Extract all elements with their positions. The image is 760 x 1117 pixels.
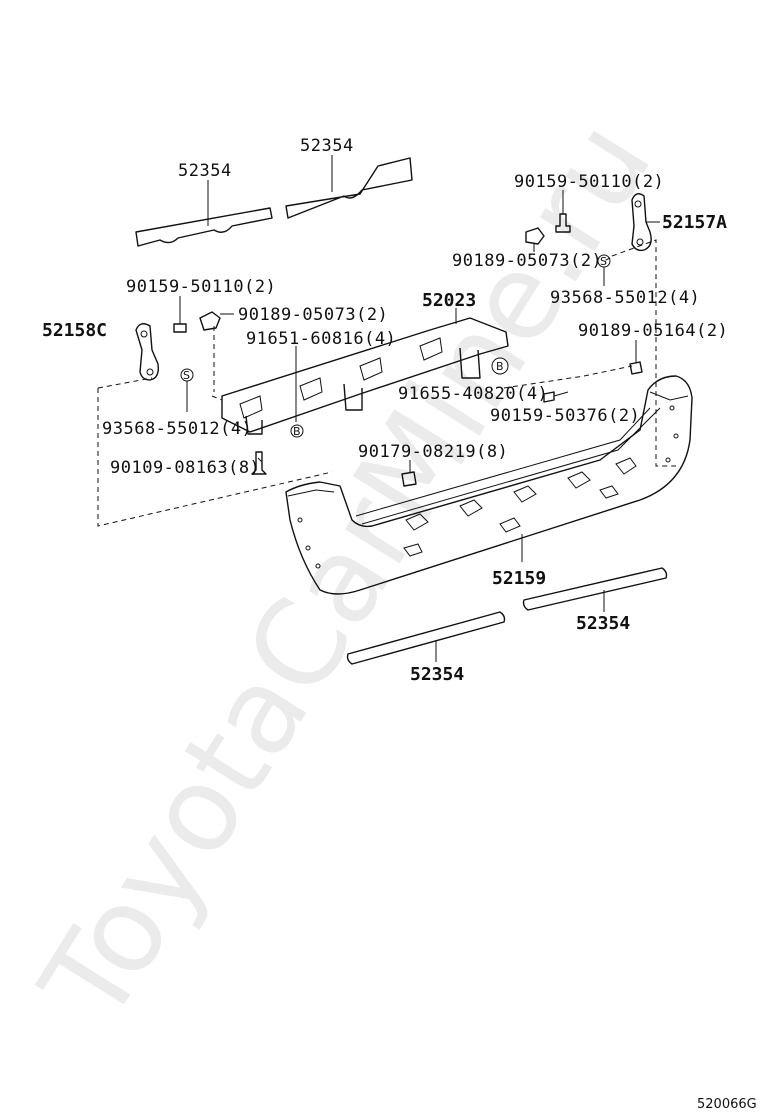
label-52354-c: 52354 xyxy=(576,613,630,634)
callout-b-left xyxy=(290,424,304,438)
label-52354-d: 52354 xyxy=(410,664,464,685)
reinforcement-52023 xyxy=(221,317,509,435)
label-93568-55012-right: 93568-55012(4) xyxy=(550,288,700,308)
label-91655-40820: 91655-40820(4) xyxy=(398,384,548,404)
label-90189-05164: 90189-05164(2) xyxy=(578,321,728,341)
bracket-52157a xyxy=(631,193,652,252)
bolt-90109-08163 xyxy=(251,451,267,475)
label-52159: 52159 xyxy=(492,568,546,589)
nut-90189-05073-right xyxy=(525,227,545,252)
label-90189-05073-left: 90189-05073(2) xyxy=(238,305,388,325)
bolt-90159-50110-right xyxy=(555,190,571,233)
dashed-assembly-right xyxy=(611,239,676,467)
molding-upper-right xyxy=(285,157,413,219)
label-52354-b: 52354 xyxy=(300,136,354,156)
callout-b-right-text: B xyxy=(496,360,504,373)
label-90189-05073-right: 90189-05073(2) xyxy=(452,251,602,271)
bumper-cover-52159 xyxy=(285,375,693,595)
bracket-52158c xyxy=(135,323,160,381)
molding-upper-left xyxy=(135,207,273,247)
label-52157a: 52157A xyxy=(662,212,727,233)
clip-90189-05164 xyxy=(629,361,643,375)
label-52158c: 52158C xyxy=(42,320,107,341)
label-90159-50110-left: 90159-50110(2) xyxy=(126,277,276,297)
watermark: ToyotaCarMine.ru xyxy=(14,98,678,1046)
label-93568-55012-left: 93568-55012(4) xyxy=(102,419,252,439)
diagram-code: 520066G xyxy=(697,1097,757,1112)
callout-b-right xyxy=(491,357,509,375)
clip-90179-08219 xyxy=(401,460,417,487)
callout-s-left-text: S xyxy=(183,369,190,382)
bolt-90159-50110-left xyxy=(173,296,187,333)
dashed-assembly-left xyxy=(97,388,333,527)
molding-lower-right xyxy=(522,567,668,611)
callout-s-right-text: S xyxy=(600,255,607,268)
label-91651-60816: 91651-60816(4) xyxy=(246,329,396,349)
label-52354-a: 52354 xyxy=(178,161,232,181)
nut-90189-05073-left xyxy=(199,311,234,331)
label-90159-50376: 90159-50376(2) xyxy=(490,406,640,426)
label-90179-08219: 90179-08219(8) xyxy=(358,442,508,462)
screw-90159-50376 xyxy=(543,391,569,403)
label-90159-50110-right: 90159-50110(2) xyxy=(514,172,664,192)
molding-lower-left xyxy=(346,611,506,665)
label-52023: 52023 xyxy=(422,290,476,311)
label-90109-08163: 90109-08163(8) xyxy=(110,458,260,478)
callout-b-left-text: B xyxy=(293,425,301,438)
